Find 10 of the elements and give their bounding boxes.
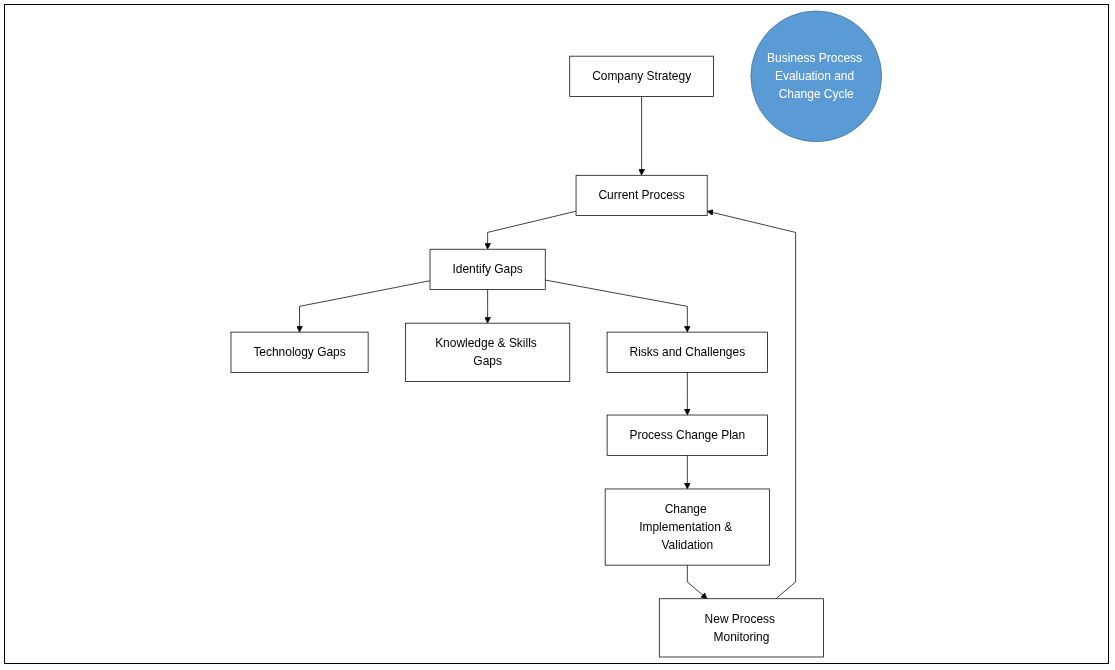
node-box: Current Process xyxy=(575,174,708,216)
node-box: Technology Gaps xyxy=(230,331,369,373)
node-box: Company Strategy xyxy=(569,55,715,97)
node-box: Knowledge & Skills Gaps xyxy=(405,322,571,382)
node-box: New Process Monitoring xyxy=(659,598,825,658)
node-box: Risks and Challenges xyxy=(607,331,769,373)
node-box: Process Change Plan xyxy=(606,414,769,456)
node-box: Identify Gaps xyxy=(429,248,546,290)
node-box: Change Implementation & Validation xyxy=(605,488,771,566)
node-circle: Business Process Evaluation and Change Cycle xyxy=(750,10,883,143)
